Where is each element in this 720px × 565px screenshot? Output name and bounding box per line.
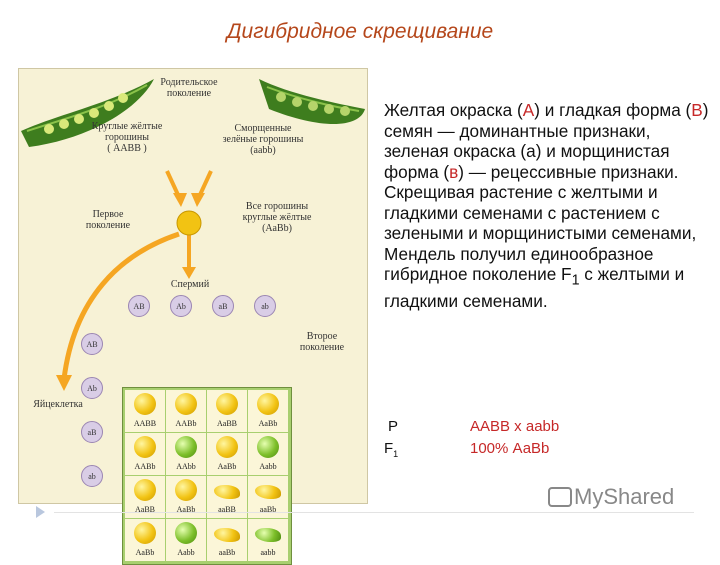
punnett-cell: Aabb xyxy=(166,519,206,561)
footer-divider xyxy=(54,512,694,513)
slide-title: Дигибридное скрещивание xyxy=(226,20,494,43)
genotype-label: AaBb xyxy=(176,505,196,514)
genotype-label: AaBb xyxy=(258,419,278,428)
pea-icon xyxy=(175,479,197,501)
genotype-label: AABb xyxy=(175,419,197,428)
punnett-cell: AABb xyxy=(125,433,165,475)
sperm-allele: Ab xyxy=(170,295,192,317)
pea-icon xyxy=(216,436,238,458)
genotype-label: AaBB xyxy=(217,419,237,428)
pea-icon xyxy=(255,485,281,499)
pea-pod-left xyxy=(21,79,154,147)
diagram-illustration xyxy=(21,79,365,391)
second-gen-label: Второе поколение xyxy=(299,331,345,353)
formula-f1: F1 100% АаВb xyxy=(384,440,550,459)
punnett-cell: aaBb xyxy=(248,476,288,518)
pea-pod-right xyxy=(259,79,365,124)
pea-icon xyxy=(214,485,240,499)
punnett-cell: AaBb xyxy=(166,476,206,518)
pea-icon xyxy=(255,528,281,542)
punnett-cell: Aabb xyxy=(248,433,288,475)
egg-label: Яйцеклетка xyxy=(33,399,83,410)
punnett-cell: aabb xyxy=(248,519,288,561)
diagram-panel: Родительское поколение Круглые жёлтые го… xyxy=(18,68,368,565)
egg-allele: AB xyxy=(81,333,103,355)
pea-icon xyxy=(134,522,156,544)
punnett-cell: AAbb xyxy=(166,433,206,475)
genotype-label: AaBb xyxy=(135,548,155,557)
pea-icon xyxy=(175,522,197,544)
punnett-cell: aaBB xyxy=(207,476,247,518)
egg-allele: aB xyxy=(81,421,103,443)
parent-left-label: Круглые жёлтые горошины ( ААВВ ) xyxy=(91,121,163,154)
genotype-label: aaBb xyxy=(218,548,236,557)
genotype-label: aaBB xyxy=(218,505,236,514)
paragraph-traits: Желтая окраска (А) и гладкая форма (В) с… xyxy=(384,100,709,182)
f1-pea xyxy=(176,210,202,236)
sperm-allele: ab xyxy=(254,295,276,317)
logo-text: MyShared xyxy=(574,484,675,509)
first-gen-desc: Все горошины круглые жёлтые (АаВb) xyxy=(242,201,312,234)
parents-label: Родительское поколение xyxy=(160,77,218,99)
pea-icon xyxy=(134,436,156,458)
nav-arrow-icon[interactable] xyxy=(36,506,45,518)
paragraph-cross: Скрещивая растение с желтыми и гладкими … xyxy=(384,182,697,311)
first-gen-label: Первое поколение xyxy=(85,209,131,231)
slide-body-text: Желтая окраска (А) и гладкая форма (В) с… xyxy=(384,100,710,311)
pea-icon xyxy=(214,528,240,542)
genotype-label: aabb xyxy=(260,548,276,557)
pea-icon xyxy=(257,393,279,415)
pea-icon xyxy=(175,436,197,458)
genotype-label: Aabb xyxy=(177,548,195,557)
genotype-label: AaBB xyxy=(135,505,155,514)
genotype-label: AABB xyxy=(133,419,157,428)
punnett-cell: AaBb xyxy=(207,433,247,475)
pea-icon xyxy=(175,393,197,415)
punnett-cell: AaBb xyxy=(125,519,165,561)
genotype-label: AAbb xyxy=(176,462,196,471)
parent-right-label: Сморщенные зелёные горошины (aabb) xyxy=(222,123,304,156)
logo-icon xyxy=(548,487,572,507)
sperm-allele: AB xyxy=(128,295,150,317)
punnett-cell: AaBB xyxy=(207,390,247,432)
genotype-label: Aabb xyxy=(259,462,277,471)
sperm-allele: aB xyxy=(212,295,234,317)
punnett-cell: aaBb xyxy=(207,519,247,561)
pea-icon xyxy=(134,479,156,501)
punnett-cell: AaBB xyxy=(125,476,165,518)
egg-allele: ab xyxy=(81,465,103,487)
punnett-cell: AaBb xyxy=(248,390,288,432)
pea-icon xyxy=(257,436,279,458)
genotype-label: aaBb xyxy=(259,505,277,514)
genotype-label: AaBb xyxy=(217,462,237,471)
pea-icon xyxy=(134,393,156,415)
punnett-cell: AABb xyxy=(166,390,206,432)
sperm-label: Спермий xyxy=(170,279,210,290)
pea-icon xyxy=(216,393,238,415)
egg-allele: Ab xyxy=(81,377,103,399)
punnett-cell: AABB xyxy=(125,390,165,432)
genotype-label: AABb xyxy=(134,462,156,471)
formula-parents: Р ААВВ х aabb xyxy=(388,418,560,435)
